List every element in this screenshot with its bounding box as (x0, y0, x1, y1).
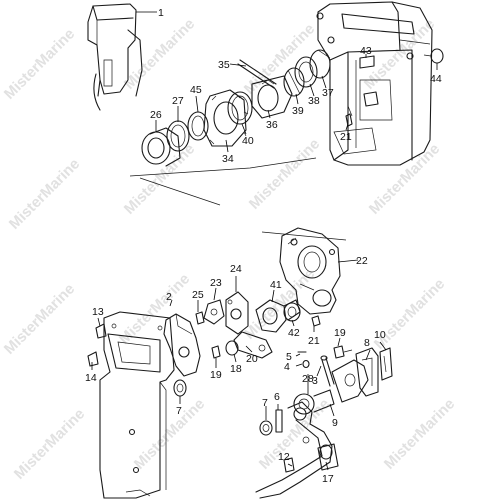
part-1-handle-cover (87, 3, 143, 97)
part-1-cable (93, 73, 101, 111)
part-21-screw (345, 105, 353, 127)
callout-28: 28 (302, 373, 314, 385)
part-22-bracket (279, 227, 341, 315)
callout-10: 10 (374, 329, 386, 341)
part-42-bushing (283, 302, 301, 322)
callout-21: 21 (308, 335, 320, 347)
part-6-pin (275, 409, 283, 433)
callout-22: 22 (356, 255, 368, 267)
callout-39: 39 (292, 105, 304, 117)
callout-18: 18 (230, 363, 242, 375)
part-8-bracket (355, 347, 379, 397)
part-44-cap (423, 48, 444, 64)
shift-lever (255, 401, 333, 499)
callout-8: 8 (364, 337, 370, 349)
callout-35: 35 (218, 59, 230, 71)
main-control-housing (316, 1, 433, 166)
part-7-washer (173, 379, 187, 397)
callout-43: 43 (360, 45, 372, 57)
callout-37: 37 (322, 87, 334, 99)
callout-2: 2 (166, 291, 172, 303)
callout-38: 38 (308, 95, 320, 107)
callout-labels: 1 2 3 4 5 6 7 7 8 9 10 12 13 14 17 18 19… (85, 7, 442, 485)
callout-6: 6 (274, 391, 280, 403)
callout-20: 20 (246, 353, 258, 365)
watermark: MisterMarine (121, 15, 198, 92)
callout-19: 19 (210, 369, 222, 381)
part-17-bracket (317, 443, 339, 471)
callout-42: 42 (288, 327, 300, 339)
watermark: MisterMarine (371, 275, 448, 352)
watermark: MisterMarine (366, 140, 443, 217)
callout-7: 7 (176, 405, 182, 417)
part-21-screw (311, 315, 321, 327)
part-13-screw (95, 323, 107, 339)
callout-45: 45 (190, 84, 202, 96)
part-14-screw (87, 351, 99, 367)
callout-36: 36 (266, 119, 278, 131)
part-20-link (233, 331, 273, 359)
leader-lines (91, 11, 438, 471)
callout-19: 19 (334, 327, 346, 339)
watermark: MisterMarine (246, 135, 323, 212)
callout-3: 3 (312, 375, 318, 387)
callout-4: 4 (284, 361, 290, 373)
watermark: MisterMarine (6, 155, 83, 232)
part-25-screw (195, 311, 205, 325)
callout-12: 12 (278, 451, 290, 463)
watermark: MisterMarine (361, 15, 438, 92)
callout-41: 41 (270, 279, 282, 291)
watermark: MisterMarine (121, 140, 198, 217)
watermark: MisterMarine (381, 395, 458, 472)
callout-17: 17 (322, 473, 334, 485)
part-2-lever-arm (163, 313, 201, 377)
callout-9: 9 (332, 417, 338, 429)
callout-7: 7 (262, 397, 268, 409)
base-plate (99, 311, 175, 499)
watermark: MisterMarine (1, 280, 78, 357)
part-19-screw (211, 345, 221, 359)
part-7-washer (259, 420, 273, 436)
callout-1: 1 (158, 7, 164, 19)
callout-25: 25 (192, 289, 204, 301)
callout-26: 26 (150, 109, 162, 121)
part-19-screw (333, 345, 353, 359)
part-18-washer (225, 340, 239, 356)
part-24-plate (225, 291, 249, 335)
watermark: MisterMarine (11, 405, 88, 482)
callout-21: 21 (340, 131, 352, 143)
callout-27: 27 (172, 95, 184, 107)
callout-13: 13 (92, 306, 104, 318)
part-43-pin (359, 55, 375, 69)
watermark-layer: MisterMarine MisterMarine MisterMarine M… (1, 15, 458, 482)
callout-24: 24 (230, 263, 242, 275)
watermark: MisterMarine (1, 25, 78, 102)
part-23-plate (203, 299, 225, 325)
callout-14: 14 (85, 372, 97, 384)
callout-44: 44 (430, 73, 442, 85)
callout-5: 5 (286, 351, 292, 363)
watermark: MisterMarine (131, 395, 208, 472)
callout-40: 40 (242, 135, 254, 147)
part-9-lever (331, 359, 369, 403)
part-3-shaft (320, 355, 335, 387)
callout-34: 34 (222, 153, 234, 165)
part-4-washer (302, 359, 310, 369)
assembly-separator (129, 157, 347, 241)
part-10-clip (379, 347, 393, 381)
part-12-screw (283, 457, 295, 473)
callout-23: 23 (210, 277, 222, 289)
